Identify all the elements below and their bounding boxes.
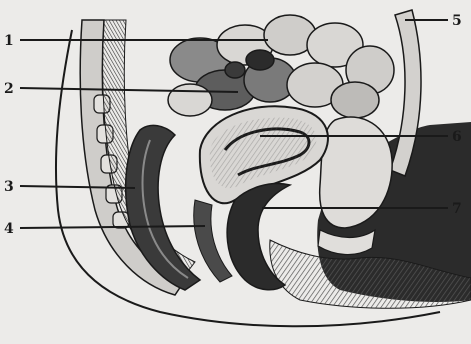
label-3: 3: [4, 179, 14, 195]
label-6: 6: [452, 129, 462, 145]
label-4: 4: [4, 221, 14, 237]
label-7: 7: [452, 201, 462, 217]
label-5: 5: [452, 13, 462, 29]
label-2: 2: [4, 81, 14, 97]
label-1: 1: [4, 33, 14, 49]
